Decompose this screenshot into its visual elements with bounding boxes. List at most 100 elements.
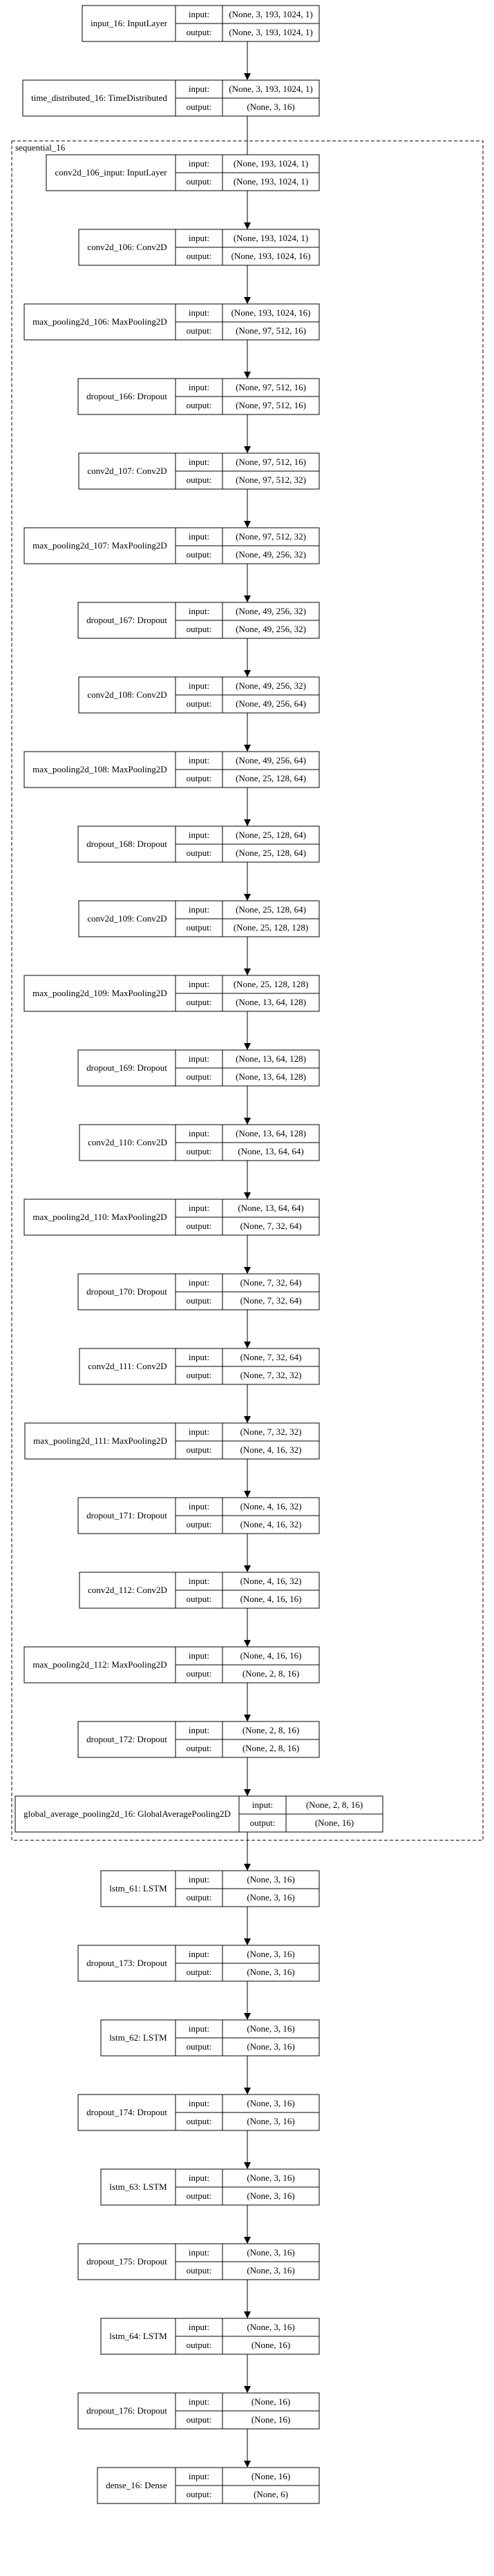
output-port-label: output: (187, 848, 212, 858)
input-port-label: input: (189, 830, 209, 840)
layer-node: conv2d_106_input: InputLayerinput:output… (46, 154, 320, 191)
input-port-label: input: (189, 307, 209, 318)
output-shape: (None, 4, 16, 32) (240, 1519, 302, 1529)
output-shape: (None, 193, 1024, 16) (231, 251, 311, 261)
input-port-label: input: (189, 2098, 209, 2108)
input-port-label: input: (189, 233, 209, 243)
layer-name: conv2d_106: Conv2D (87, 242, 167, 252)
output-shape: (None, 97, 512, 16) (236, 325, 306, 336)
layer-node: dropout_172: Dropoutinput:output:(None, … (77, 1721, 320, 1758)
layer-name: max_pooling2d_109: MaxPooling2D (32, 988, 167, 998)
input-port-label: input: (189, 531, 209, 542)
output-port-label: output: (187, 1221, 212, 1231)
input-port-label: input: (189, 2322, 209, 2332)
layer-node: dropout_175: Dropoutinput:output:(None, … (77, 2243, 320, 2280)
input-shape: (None, 97, 512, 16) (236, 382, 306, 392)
input-shape: (None, 3, 16) (247, 1949, 294, 1959)
layer-name: max_pooling2d_107: MaxPooling2D (32, 540, 167, 551)
output-port-label: output: (187, 1071, 212, 1082)
input-port-label: input: (189, 979, 209, 989)
input-shape: (None, 25, 128, 64) (236, 830, 306, 840)
layer-node: max_pooling2d_108: MaxPooling2D input: out… (23, 751, 320, 788)
input-shape: (None, 3, 193, 1024, 1) (229, 9, 312, 19)
output-shape: (None, 25, 128, 128) (234, 922, 308, 933)
input-shape: (None, 193, 1024, 16) (231, 307, 311, 318)
input-shape: (None, 3, 193, 1024, 1) (229, 84, 312, 94)
input-shape: (None, 3, 16) (247, 1874, 294, 1885)
layer-node: max_pooling2d_110: MaxPooling2D input: out… (23, 1199, 320, 1236)
input-shape: (None, 25, 128, 128) (234, 979, 308, 989)
output-port-label: output: (187, 1743, 212, 1753)
layer-name: max_pooling2d_106: MaxPooling2D (32, 316, 167, 327)
layer-name: conv2d_106_input: InputLayer (55, 167, 167, 178)
input-shape: (None, 49, 256, 32) (236, 680, 306, 691)
input-port-label: input: (189, 1352, 209, 1362)
input-shape: (None, 97, 512, 16) (236, 457, 306, 467)
output-shape: (None, 49, 256, 32) (236, 624, 306, 634)
output-port-label: output: (187, 1594, 212, 1604)
input-shape: (None, 13, 64, 128) (236, 1053, 306, 1064)
output-shape: (None, 193, 1024, 1) (234, 176, 308, 187)
input-shape: (None, 13, 64, 64) (238, 1203, 303, 1213)
output-shape: (None, 3, 16) (247, 2041, 294, 2052)
input-port-label: input: (189, 84, 209, 94)
layer-name: max_pooling2d_108: MaxPooling2D (32, 764, 167, 774)
output-port-label: output: (187, 698, 212, 709)
layer-name: max_pooling2d_110: MaxPooling2D (32, 1212, 167, 1222)
input-port-label: input: (189, 1501, 209, 1511)
input-port-label: input: (189, 755, 209, 765)
output-shape: (None, 3, 16) (247, 2116, 294, 2126)
layer-name: dropout_170: Dropout (86, 1286, 167, 1297)
layer-name: dense_16: Dense (106, 2480, 167, 2490)
output-shape: (None, 3, 16) (247, 102, 294, 112)
input-shape: (None, 97, 512, 32) (236, 531, 306, 542)
output-shape: (None, 25, 128, 64) (236, 773, 306, 783)
output-port-label: output: (187, 624, 212, 634)
output-port-label: output: (187, 2340, 212, 2350)
output-shape: (None, 97, 512, 32) (236, 475, 306, 485)
input-shape: (None, 3, 16) (247, 2247, 294, 2258)
output-port-label: output: (187, 1444, 212, 1455)
output-port-label: output: (187, 27, 212, 37)
layer-name: dropout_174: Dropout (86, 2107, 167, 2117)
input-shape: (None, 25, 128, 64) (236, 904, 306, 915)
input-port-label: input: (189, 1725, 209, 1735)
output-port-label: output: (187, 475, 212, 485)
output-shape: (None, 7, 32, 32) (240, 1370, 302, 1380)
output-port-label: output: (187, 1295, 212, 1306)
input-port-label: input: (189, 1427, 209, 1437)
input-port-label: input: (189, 1203, 209, 1213)
input-shape: (None, 7, 32, 64) (240, 1352, 302, 1362)
layer-node: dropout_173: Dropoutinput:output:(None, … (77, 1945, 320, 1982)
output-port-label: output: (187, 1146, 212, 1156)
output-shape: (None, 7, 32, 64) (240, 1295, 302, 1306)
output-port-label: output: (187, 773, 212, 783)
output-port-label: output: (187, 2414, 212, 2425)
input-port-label: input: (189, 2173, 209, 2183)
input-shape: (None, 4, 16, 16) (240, 1650, 302, 1661)
input-port-label: input: (189, 2396, 209, 2407)
output-shape: (None, 3, 16) (247, 1892, 294, 1902)
input-shape: (None, 3, 16) (247, 2023, 294, 2034)
output-port-label: output: (187, 400, 212, 410)
input-port-label: input: (189, 1277, 209, 1288)
layer-name: conv2d_109: Conv2D (87, 913, 167, 924)
layer-name: lstm_62: LSTM (109, 2032, 167, 2043)
layer-name: conv2d_110: Conv2D (88, 1137, 167, 1147)
input-shape: (None, 7, 32, 32) (240, 1427, 302, 1437)
output-shape: (None, 16) (315, 1817, 354, 1828)
input-shape: (None, 7, 32, 64) (240, 1277, 302, 1288)
output-shape: (None, 3, 16) (247, 2191, 294, 2201)
output-shape: (None, 25, 128, 64) (236, 848, 306, 858)
nodes: input_16: InputLayerinput:output:(None, … (15, 5, 383, 2504)
layer-name: lstm_64: LSTM (109, 2331, 167, 2341)
input-port-label: input: (189, 1053, 209, 1064)
